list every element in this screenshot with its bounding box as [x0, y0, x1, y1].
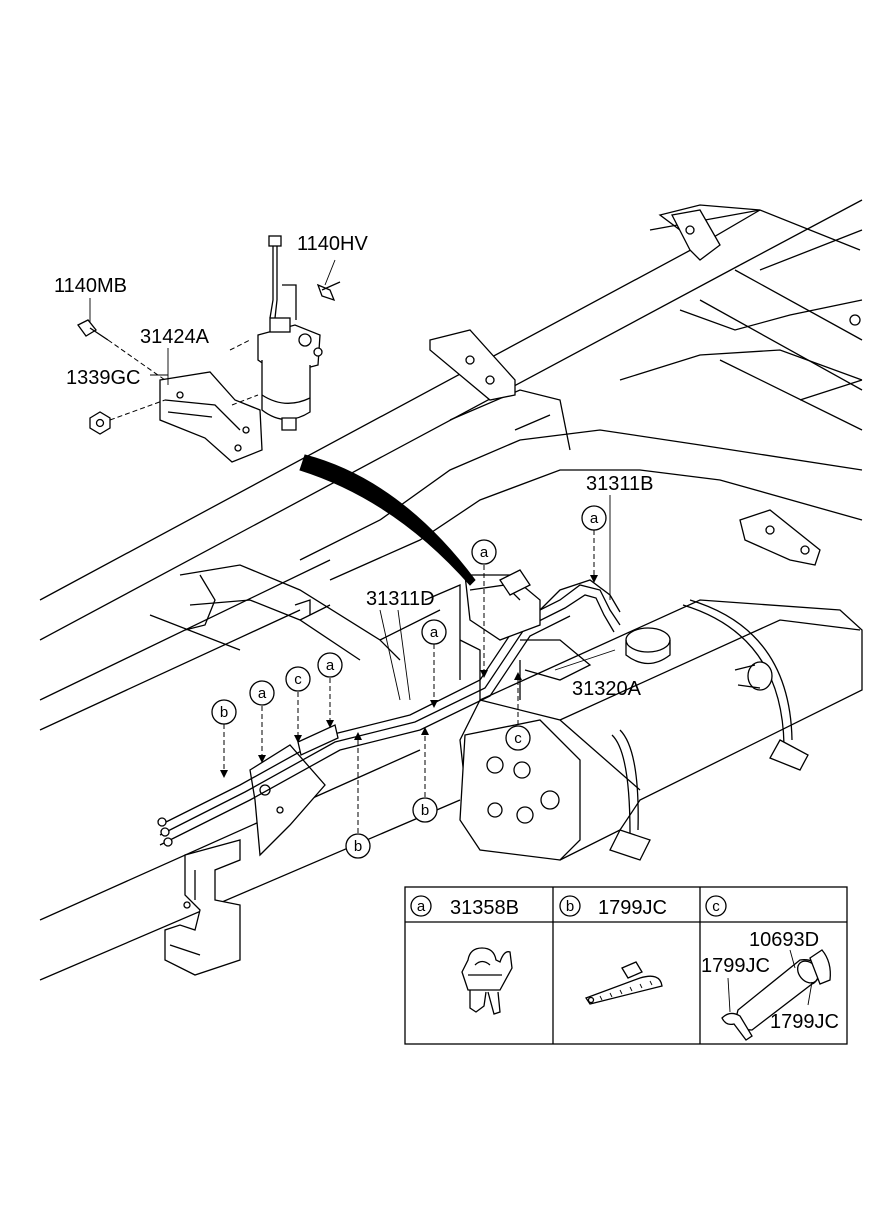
- assembly-pointer-arrow: [299, 454, 476, 586]
- clip-marker-b: b: [345, 833, 371, 859]
- clip-marker-a: a: [471, 539, 497, 565]
- clip-marker-a: a: [421, 619, 447, 645]
- svg-text:a: a: [430, 624, 439, 641]
- callout-1339GC: 1339GC: [66, 367, 141, 389]
- svg-text:a: a: [326, 657, 335, 674]
- clip-marker-a: a: [581, 505, 607, 531]
- callout-31320A: 31320A: [572, 678, 642, 700]
- callout-31311B: 31311B: [586, 473, 653, 495]
- legend-part-b: 1799JC: [598, 897, 667, 919]
- svg-text:b: b: [421, 802, 429, 819]
- legend-header-b: b 1799JC: [559, 895, 667, 919]
- clip-marker-c: c: [505, 725, 531, 751]
- cable-tie-drawing: [585, 961, 663, 1005]
- callout-1140MB: 1140MB: [54, 275, 127, 297]
- callout-31424A: 31424A: [140, 326, 210, 348]
- svg-text:b: b: [354, 838, 362, 855]
- fuel-tank: [459, 599, 863, 861]
- svg-text:b: b: [220, 704, 228, 721]
- legend-part-c-clip-right: 1799JC: [770, 1011, 839, 1033]
- svg-text:a: a: [417, 898, 426, 915]
- clip-marker-c: c: [285, 666, 311, 692]
- legend-part-c-tube: 10693D: [749, 929, 819, 951]
- svg-text:a: a: [258, 685, 267, 702]
- clip-marker-b: b: [211, 699, 237, 725]
- legend-header-a: a 31358B: [410, 895, 519, 919]
- svg-text:c: c: [294, 671, 302, 688]
- svg-text:b: b: [566, 898, 574, 915]
- legend-header-c: c: [705, 895, 727, 917]
- callout-31311D: 31311D: [366, 588, 435, 610]
- legend-part-a: 31358B: [450, 897, 519, 919]
- svg-text:c: c: [712, 898, 720, 915]
- clip-marker-b: b: [412, 797, 438, 823]
- svg-text:a: a: [590, 510, 599, 527]
- legend-table: a 31358B b 1799JC c: [404, 886, 848, 1045]
- callout-1140HV: 1140HV: [297, 233, 368, 255]
- clip-marker-a: a: [317, 652, 343, 678]
- fuel-filter-assembly: [77, 235, 341, 463]
- leader-lines: [89, 259, 616, 833]
- legend-part-c-clip-left: 1799JC: [701, 955, 770, 977]
- svg-text:a: a: [480, 544, 489, 561]
- clip-marker-a: a: [249, 680, 275, 706]
- vehicle-frame: [39, 199, 863, 981]
- protector-tube-drawing: [721, 949, 831, 1041]
- pipe-clamp-drawing: [461, 947, 513, 1015]
- svg-text:c: c: [514, 730, 522, 747]
